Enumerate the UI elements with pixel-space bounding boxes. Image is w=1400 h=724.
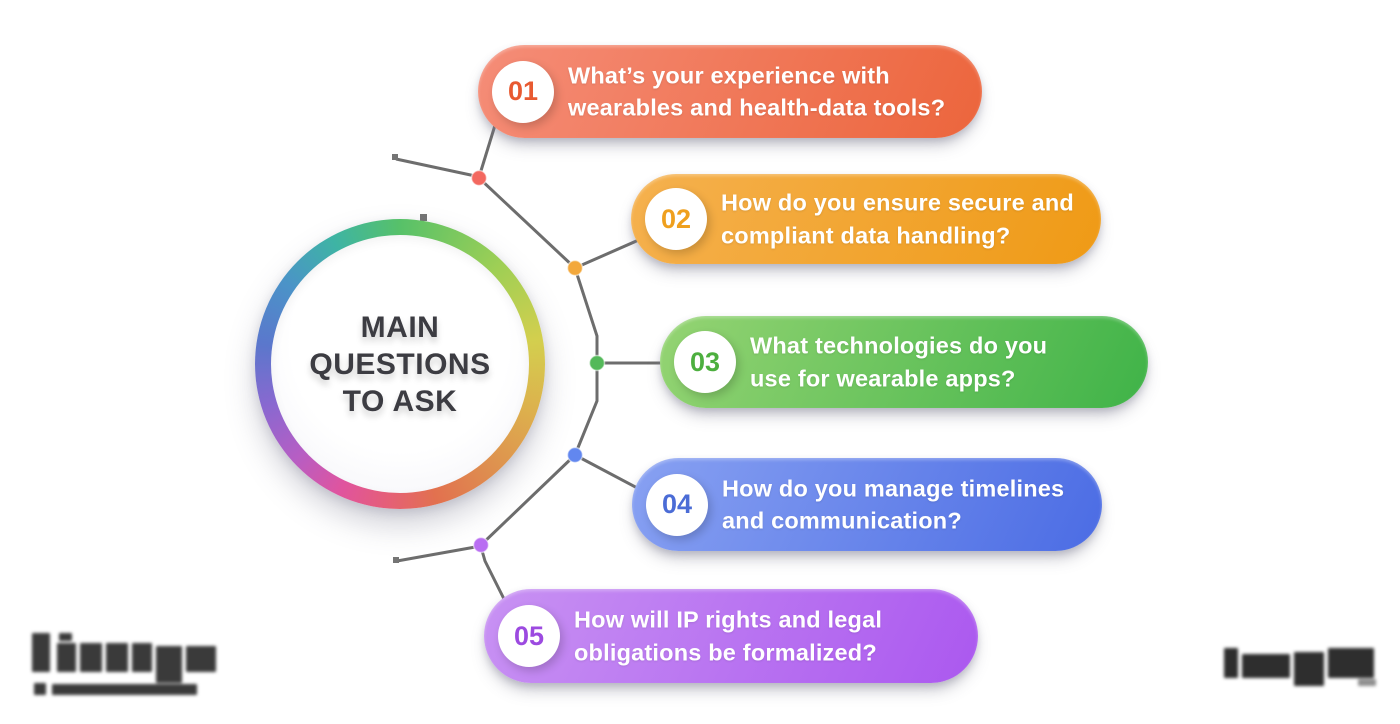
- logo-block: [1224, 648, 1238, 678]
- node-dot-05: [472, 536, 490, 554]
- question-pill-04: 04 How do you manage timelines and commu…: [632, 458, 1102, 551]
- logo-block: [156, 646, 182, 683]
- question-number: 04: [661, 489, 693, 519]
- question-number: 03: [689, 346, 721, 377]
- question-number: 01: [507, 76, 539, 106]
- central-hub: MAIN QUESTIONS TO ASK: [255, 219, 545, 509]
- redacted-logo-right: [1222, 646, 1380, 690]
- connector-line: [479, 546, 507, 602]
- node-dot-03: [588, 354, 606, 372]
- node-dot-02: [566, 259, 584, 277]
- connector-line: [573, 267, 599, 363]
- connector-endcap: [392, 154, 398, 160]
- node-dot-01: [470, 169, 488, 187]
- question-number-badge: 05: [498, 605, 560, 667]
- question-number-badge: 04: [646, 473, 708, 536]
- connector-line: [396, 544, 482, 563]
- connector-endcap: [393, 557, 399, 563]
- question-text: How do you ensure secure and compliant d…: [721, 187, 1074, 252]
- hub-inner-circle: MAIN QUESTIONS TO ASK: [271, 235, 529, 493]
- question-text: How will IP rights and legal obligations…: [574, 604, 882, 669]
- connector-line: [574, 453, 642, 492]
- hub-title-line: MAIN: [360, 310, 440, 344]
- logo-block: [59, 633, 72, 641]
- logo-block: [32, 633, 50, 672]
- question-text-line2: and communication?: [722, 507, 962, 534]
- question-number: 05: [513, 620, 545, 651]
- connector-line: [477, 176, 577, 270]
- question-text-line2: wearables and health-data tools?: [568, 94, 946, 121]
- question-text-line2: obligations be formalized?: [574, 639, 877, 665]
- question-number-badge: 01: [492, 60, 554, 123]
- connector-line: [574, 237, 642, 270]
- question-text-line1: How do you ensure secure and: [721, 189, 1074, 216]
- question-text-line2: compliant data handling?: [721, 222, 1011, 248]
- question-pill-02: 02 How do you ensure secure and complian…: [631, 174, 1101, 264]
- question-text: How do you manage timelines and communic…: [722, 472, 1064, 537]
- question-pill-03: 03 What technologies do you use for wear…: [660, 316, 1148, 408]
- question-text-line1: What’s your experience with: [568, 62, 890, 88]
- redacted-logo-left: [32, 630, 222, 698]
- logo-block: [132, 643, 152, 672]
- logo-block: [1328, 648, 1374, 678]
- logo-tagline-block: [34, 683, 46, 695]
- logo-block: [186, 646, 216, 672]
- question-number-badge: 03: [674, 331, 736, 393]
- node-dot-04: [566, 446, 584, 464]
- hub-title-line: QUESTIONS: [309, 347, 491, 381]
- question-number: 02: [660, 203, 692, 234]
- connector-line: [573, 363, 599, 456]
- connector-endcap: [420, 214, 427, 221]
- logo-block: [57, 643, 76, 672]
- question-pill-05: 05 How will IP rights and legal obligati…: [484, 589, 978, 683]
- logo-block: [1358, 679, 1376, 686]
- question-text-line1: How do you manage timelines: [722, 475, 1065, 501]
- question-text-line1: How will IP rights and legal: [574, 606, 883, 633]
- question-text-line1: What technologies do you: [750, 332, 1048, 359]
- connector-line: [478, 121, 498, 175]
- question-text: What’s your experience with wearables an…: [568, 59, 945, 124]
- question-number-badge: 02: [645, 188, 707, 250]
- connector-line: [395, 157, 481, 179]
- connector-line: [479, 453, 577, 547]
- logo-block: [1242, 654, 1290, 678]
- logo-block: [1294, 652, 1324, 686]
- logo-block: [80, 643, 102, 672]
- logo-tagline-block: [52, 684, 197, 695]
- hub-title-line: TO ASK: [342, 384, 458, 418]
- question-text: What technologies do you use for wearabl…: [750, 330, 1047, 395]
- question-pill-01: 01 What’s your experience with wearables…: [478, 45, 982, 138]
- logo-block: [106, 643, 128, 672]
- question-text-line2: use for wearable apps?: [750, 365, 1016, 391]
